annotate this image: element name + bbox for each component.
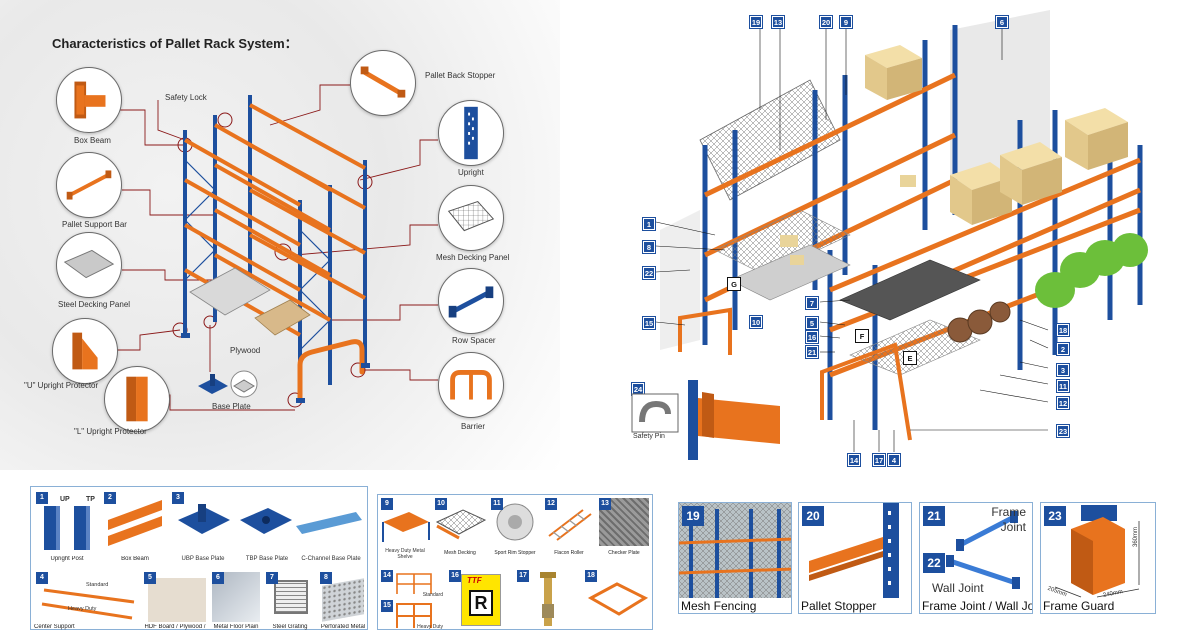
catalog-mesh-decking: 10 Mesh Decking	[433, 496, 487, 556]
l-upright-protector-label: "L" Upright Protector	[74, 427, 147, 436]
boxes-drawing	[780, 45, 1128, 265]
callout-number-16: 16	[805, 330, 819, 344]
catalog-anchor-bolt: 17	[515, 568, 581, 630]
steel-panel-drawing	[189, 267, 271, 316]
callout-number-5: 5	[805, 316, 819, 330]
base-plate-drawing	[198, 370, 258, 398]
catalog-heavy-duty-rail: 15 Heavy Duty	[379, 598, 445, 630]
safety-lock-label: Safety Lock	[165, 93, 207, 102]
green-rolls-drawing	[1035, 233, 1148, 308]
pallet-support-bar-callout	[56, 152, 122, 218]
safety-pin-inset	[631, 380, 780, 460]
catalog-frame-18: 18	[583, 568, 651, 630]
callout-number-11: 11	[1056, 379, 1070, 393]
base-plates-drawing	[181, 333, 370, 403]
upright-callout	[438, 100, 504, 166]
callout-number-2: 2	[1056, 342, 1070, 356]
catalog-sport-rim-stopper: 11 Sport Rim Stopper	[489, 496, 541, 556]
steel-decking-panel-callout	[56, 232, 122, 298]
catalog-pallet-stopper: 20 Pallet Stopper	[798, 502, 912, 614]
upright-label: Upright	[458, 168, 484, 177]
callout-number-19: 19	[749, 15, 763, 29]
catalog-upright-post: 1 UP TP Upright Post	[34, 490, 100, 562]
callout-number-9: 9	[839, 15, 853, 29]
callout-number-17: 17	[872, 453, 886, 467]
catalog-perforated-metal: 8 Perforated Metal	[320, 572, 366, 630]
leader-lines	[655, 28, 1049, 452]
catalog-standard-rail: 14 Standard	[379, 568, 445, 598]
plywood-drawing	[254, 299, 311, 336]
callout-number-15: 15	[642, 316, 656, 330]
catalog-base-plates: 3 UBP Base Plate TBP Base Plate C-Channe…	[170, 490, 366, 562]
catalog-ttf-sign: 16 TTF R	[447, 568, 513, 630]
box-beam-callout	[56, 67, 122, 133]
left-rack-drawing	[108, 84, 438, 411]
pallet-back-stopper-callout	[350, 50, 416, 116]
callout-number-7: 7	[805, 296, 819, 310]
callout-number-18: 18	[1056, 323, 1070, 337]
callout-number-10: 10	[749, 315, 763, 329]
callout-number-23: 23	[1056, 424, 1070, 438]
cable-reels-drawing	[947, 301, 1011, 343]
letter-g: G	[727, 277, 741, 291]
catalog-metal-floor: 6 Metal Floor Plain	[212, 572, 260, 630]
callout-number-3: 3	[1056, 363, 1070, 377]
catalog-frame-joint: 21 22 Frame Joint Wall Joint Frame Joint…	[919, 502, 1033, 614]
callout-number-6: 6	[995, 15, 1009, 29]
mesh-decking-panel-label: Mesh Decking Panel	[436, 253, 510, 262]
barrier-callout	[438, 352, 504, 418]
catalog-steel-grating: 7 Steel Grating	[264, 570, 316, 630]
catalog-checker-plate: 13 Checker Plate	[597, 496, 651, 556]
rack-beams	[184, 103, 366, 337]
catalog-center-support: 4 Standard Heavy Duty Center Support	[34, 570, 138, 630]
callout-number-8: 8	[642, 240, 656, 254]
plywood-label: Plywood	[230, 346, 261, 355]
steel-decking-panel-label: Steel Decking Panel	[58, 300, 131, 309]
callout-number-21: 21	[805, 345, 819, 359]
pallet-back-stopper-label: Pallet Back Stopper	[425, 71, 496, 80]
catalog-flacon-roller: 12 Flacon Roller	[543, 496, 595, 556]
diagram-title: Characteristics of Pallet Rack System：	[52, 36, 298, 51]
barrier-drawing	[297, 339, 365, 403]
pallet-support-bar-label: Pallet Support Bar	[62, 220, 127, 229]
safety-pin-label: Safety Pin	[633, 433, 665, 440]
catalog-frame-guard: 23 360mm 205mm 240mm Frame Guard	[1040, 502, 1156, 614]
callout-number-22: 22	[642, 266, 656, 280]
row-spacer-label: Row Spacer	[452, 336, 496, 345]
u-upright-protector-label: "U" Upright Protector	[24, 381, 99, 390]
callout-number-13: 13	[771, 15, 785, 29]
catalog-heavy-duty-shelve: 9 Heavy Duty Metal Shelve	[379, 496, 431, 564]
l-upright-protector-callout	[104, 366, 170, 432]
base-plate-label: Base Plate	[212, 402, 251, 411]
box-beam-label: Box Beam	[74, 136, 111, 145]
catalog-hdf-board: 5 HDF Board / Plywood /	[144, 572, 206, 630]
catalog-box-beam: 2 Box Beam	[102, 490, 168, 562]
catalog-mesh-fencing: 19 Mesh Fencing	[678, 502, 792, 614]
letter-e: E	[903, 351, 917, 365]
rack-uprights	[183, 95, 367, 400]
callout-number-12: 12	[1056, 396, 1070, 410]
callout-number-4: 4	[887, 453, 901, 467]
u-upright-protector-callout	[52, 318, 118, 384]
callout-number-1: 1	[642, 217, 656, 231]
barrier-label: Barrier	[461, 422, 486, 431]
right-barriers	[678, 307, 912, 441]
rack-bracing	[184, 159, 331, 351]
right-rack-drawing	[655, 10, 1148, 452]
callout-number-14: 14	[847, 453, 861, 467]
mesh-decking-panel-callout	[438, 185, 504, 251]
row-spacer-callout	[438, 268, 504, 334]
callout-number-20: 20	[819, 15, 833, 29]
letter-f: F	[855, 329, 869, 343]
